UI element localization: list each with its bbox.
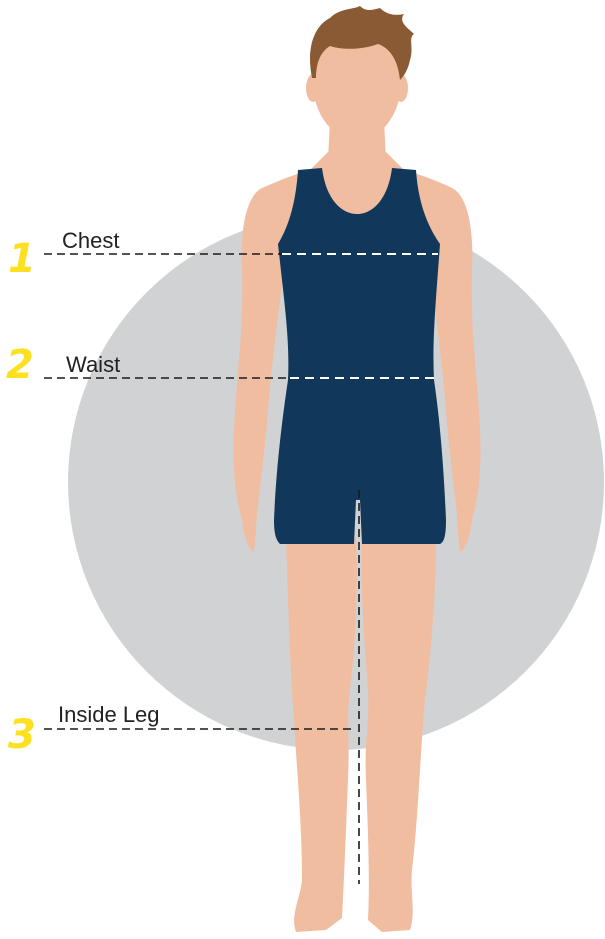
measurement-label-inside-leg: Inside Leg	[58, 702, 160, 727]
right-leg	[361, 538, 436, 932]
measurement-label-waist: Waist	[66, 352, 120, 377]
tank-suit	[274, 168, 446, 544]
measurement-number-3: 3	[8, 712, 35, 758]
left-ear	[306, 74, 320, 102]
measurement-number-1: 1	[8, 236, 35, 282]
measurement-number-2: 2	[6, 342, 33, 388]
measurement-label-chest: Chest	[62, 228, 119, 253]
left-leg	[286, 538, 357, 932]
